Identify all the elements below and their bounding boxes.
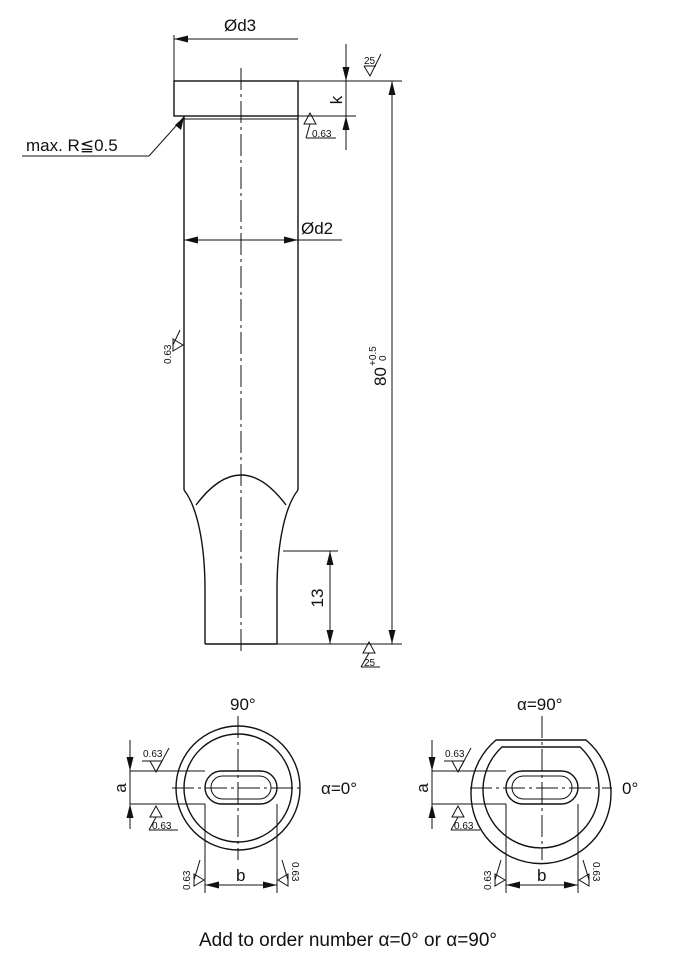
left-slot-width: a [111,783,130,793]
d3-dimension: Ød3 [173,16,298,81]
right-finish-b-right: 0.63 [578,859,601,887]
right-finish-bottom: 0.63 [450,804,480,832]
svg-text:0.63: 0.63 [454,821,474,832]
left-right-angle: α=0° [321,779,357,798]
svg-text:0.63: 0.63 [143,749,163,760]
svg-text:0.63: 0.63 [312,129,332,140]
total-length-tol-upper: +0.5 [368,346,379,366]
finish-symbol-bottom: 25 [360,640,380,669]
total-length-label: 80 [371,367,390,386]
left-finish-bottom: 0.63 [148,804,178,832]
taper-left [183,489,206,591]
left-finish-b-left: 0.63 [182,859,205,890]
total-length-dimension: 80 +0.5 0 [277,81,402,645]
svg-text:25: 25 [364,658,376,669]
right-top-angle: α=90° [517,695,562,714]
k-label: k [327,95,346,104]
punch-head [173,80,299,117]
tip-length-label: 13 [308,589,327,608]
radius-leader: max. R≦0.5 [22,116,185,157]
end-view-alpha-0: 90° α=0° a b 0.63 0.63 [111,695,357,893]
d2-dimension: Ød2 [184,219,342,244]
right-right-angle: 0° [622,779,638,798]
k-dimension: k [298,44,402,150]
finish-symbol-shank: 0.63 [163,329,184,364]
taper-right [276,489,299,591]
left-finish-b-right: 0.63 [277,859,300,887]
right-slot-length: b [537,866,546,885]
right-finish-b-left: 0.63 [483,859,506,890]
right-slot-width: a [413,783,432,793]
d2-label: Ød2 [301,219,333,238]
svg-text:0.63: 0.63 [163,344,174,364]
footer-note: Add to order number α=0° or α=90° [199,930,497,951]
svg-text:25: 25 [364,56,376,67]
finish-symbol-top: 25 [363,53,382,78]
radius-note: max. R≦0.5 [26,136,118,155]
svg-text:0.63: 0.63 [289,862,300,882]
svg-text:0.63: 0.63 [152,821,172,832]
end-view-alpha-90: α=90° 0° a b 0.63 0.63 [413,695,638,893]
right-finish-top: 0.63 [444,747,472,774]
d3-label: Ød3 [224,16,256,35]
tip-length-dimension: 13 [283,550,338,644]
svg-text:0.63: 0.63 [445,749,465,760]
svg-text:0.63: 0.63 [483,870,494,890]
finish-symbol-head: 0.63 [303,111,336,140]
svg-text:0.63: 0.63 [182,870,193,890]
left-finish-top: 0.63 [142,747,170,774]
total-length-tol-lower: 0 [378,355,389,361]
left-top-angle: 90° [230,695,256,714]
punch-side-view [173,68,299,652]
svg-text:0.63: 0.63 [590,862,601,882]
left-slot-length: b [236,866,245,885]
